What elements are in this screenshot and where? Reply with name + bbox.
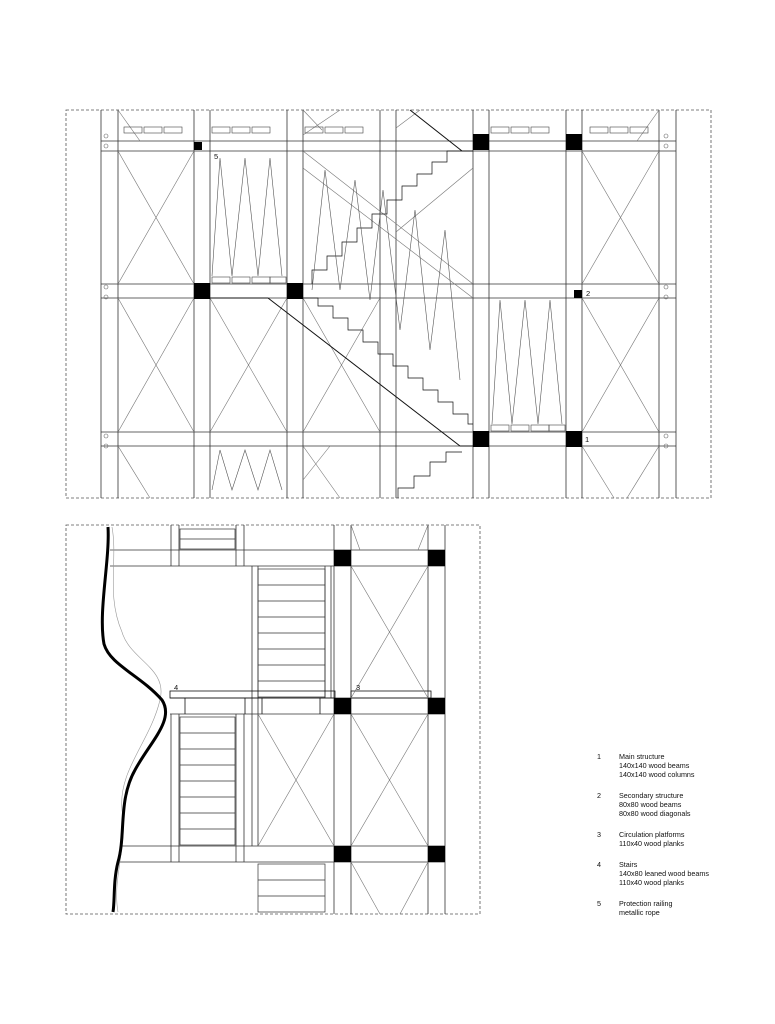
callout-5: 5 xyxy=(214,152,219,161)
callout-1: 1 xyxy=(585,435,590,444)
grid-markers xyxy=(103,133,669,449)
legend-item-4: 4 Stairs 140x80 leaned wood beams 110x40… xyxy=(597,860,767,887)
elevation-railing xyxy=(211,157,563,492)
plan-columns xyxy=(170,525,446,914)
legend-number: 3 xyxy=(597,830,601,839)
legend-line: 110x40 wood planks xyxy=(619,839,684,848)
legend-item-3: 3 Circulation platforms 110x40 wood plan… xyxy=(597,830,767,848)
legend: 1 Main structure 140x140 wood beams 140x… xyxy=(597,752,767,929)
legend-line: 140x140 wood beams xyxy=(619,761,690,770)
plan-stairs xyxy=(179,528,326,913)
legend-line: 110x40 wood planks xyxy=(619,878,684,887)
legend-number: 4 xyxy=(597,860,601,869)
callout-3: 3 xyxy=(356,683,361,692)
legend-title: Protection railing xyxy=(619,899,673,908)
legend-title: Secondary structure xyxy=(619,791,684,800)
legend-line: 80x80 wood beams xyxy=(619,800,682,809)
legend-title: Circulation platforms xyxy=(619,830,685,839)
plan-platform xyxy=(169,690,432,714)
elevation-frame xyxy=(65,109,712,499)
legend-number: 1 xyxy=(597,752,601,761)
elevation-columns xyxy=(100,110,677,498)
terrain-edge xyxy=(100,526,168,913)
legend-line: 80x80 wood diagonals xyxy=(619,809,691,818)
plan-drawing xyxy=(65,524,481,915)
elevation-stairs xyxy=(210,109,473,498)
legend-title: Main structure xyxy=(619,752,665,761)
legend-line: metallic rope xyxy=(619,908,660,917)
legend-line: 140x140 wood columns xyxy=(619,770,695,779)
elevation-planks xyxy=(123,126,649,432)
plan-diagonals xyxy=(257,524,429,915)
legend-number: 2 xyxy=(597,791,601,800)
legend-line: 140x80 leaned wood beams xyxy=(619,869,709,878)
plan-joints xyxy=(334,550,445,862)
legend-item-2: 2 Secondary structure 80x80 wood beams 8… xyxy=(597,791,767,818)
legend-item-5: 5 Protection railing metallic rope xyxy=(597,899,767,917)
elevation-diagonals xyxy=(117,109,660,499)
elevation-drawing xyxy=(65,109,712,499)
legend-item-1: 1 Main structure 140x140 wood beams 140x… xyxy=(597,752,767,779)
elevation-joints xyxy=(194,134,582,447)
callout-4: 4 xyxy=(174,683,179,692)
legend-number: 5 xyxy=(597,899,601,908)
legend-title: Stairs xyxy=(619,860,638,869)
plan-frame xyxy=(65,524,481,915)
plan-beams xyxy=(110,549,445,863)
callout-2: 2 xyxy=(586,289,591,298)
